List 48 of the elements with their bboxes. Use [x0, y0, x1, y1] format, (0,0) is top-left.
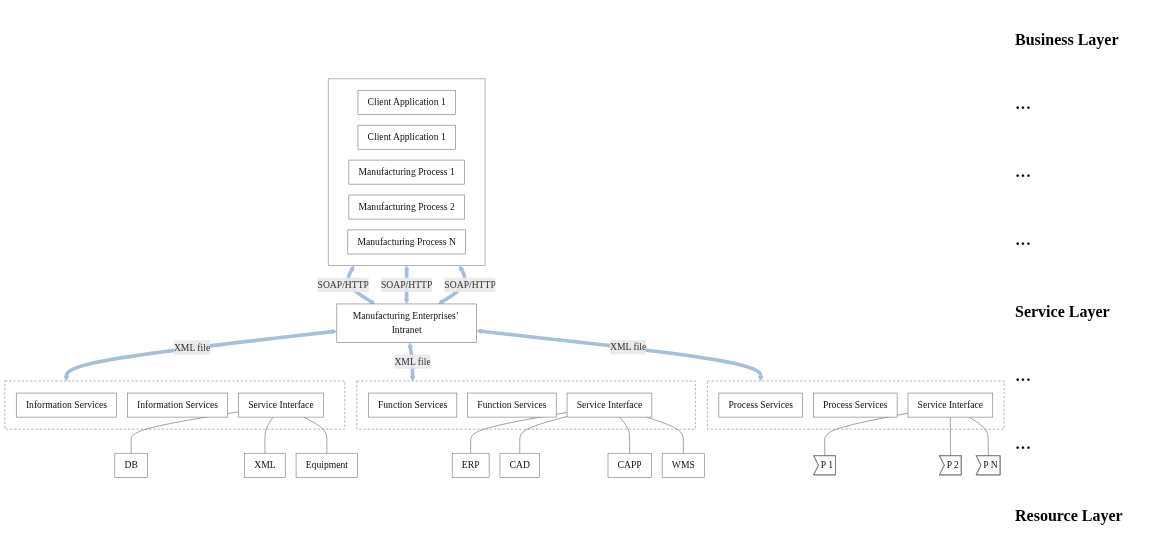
node-box: ERP — [451, 452, 490, 478]
connector — [968, 416, 989, 457]
cluster — [356, 380, 696, 430]
arrow — [63, 329, 337, 382]
node-box: Function Services — [368, 392, 458, 418]
cluster — [327, 78, 486, 266]
node-box: Service Interface — [907, 392, 994, 418]
node-box: Manufacturing Enterprises’ Intranet — [336, 303, 477, 343]
node-box: WMS — [661, 452, 705, 478]
connector — [519, 416, 568, 454]
layer-label: ··· — [1015, 167, 1031, 185]
node-box: XML — [244, 452, 286, 478]
connector — [619, 416, 630, 454]
node-box: Service Interface — [238, 392, 324, 418]
arrow — [476, 328, 764, 382]
connector — [264, 416, 274, 454]
connector — [824, 412, 909, 457]
edge-label: XML file — [173, 342, 211, 353]
layer-label: Business Layer — [1015, 31, 1119, 49]
node-box: Client Application 1 — [357, 124, 456, 150]
node-box: Process Services — [718, 392, 803, 418]
layer-label: ··· — [1015, 235, 1031, 253]
edge-label: SOAP/HTTP — [380, 279, 433, 290]
layer-label: ··· — [1015, 371, 1031, 389]
layer-label: Service Layer — [1015, 303, 1110, 321]
node-box: Information Services — [15, 392, 117, 418]
layer-label: ··· — [1015, 99, 1031, 117]
edge-label: XML file — [394, 356, 431, 367]
node-box: CAPP — [607, 452, 652, 478]
node-box: DB — [114, 452, 148, 478]
node-box: Function Services — [467, 392, 557, 418]
edge-label: SOAP/HTTP — [444, 279, 496, 290]
node-box: Process Services — [813, 392, 898, 418]
cluster — [707, 380, 1005, 430]
node-box: Service Interface — [566, 392, 653, 418]
cluster — [4, 380, 346, 430]
connector — [950, 416, 951, 457]
layer-label: ··· — [1015, 439, 1031, 457]
node-box: Manufacturing Process N — [347, 229, 466, 255]
node-box: Information Services — [127, 392, 228, 418]
edge-label: SOAP/HTTP — [317, 279, 369, 290]
edge-label: XML file — [610, 341, 647, 353]
node-box: CAD — [499, 452, 540, 478]
node-box: Manufacturing Process 2 — [348, 194, 465, 220]
layer-label: Resource Layer — [1015, 507, 1123, 525]
node-box: Client Application 1 — [357, 89, 456, 115]
node-box: Equipment — [295, 452, 358, 478]
node-box: Manufacturing Process 1 — [348, 159, 465, 185]
